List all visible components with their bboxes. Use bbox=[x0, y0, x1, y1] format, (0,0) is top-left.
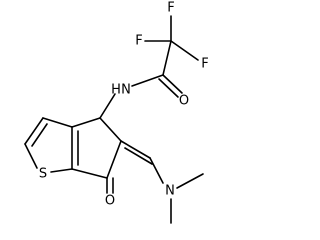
atom-n-dimethylamino: N bbox=[165, 184, 175, 199]
bond-cf3-carbonyl bbox=[162, 40, 172, 76]
bond-s-c6a bbox=[50, 168, 73, 173]
bond-c3-c2-a bbox=[24, 117, 44, 145]
bond-c5-ch-a bbox=[120, 140, 151, 159]
atom-f-right: F bbox=[201, 57, 208, 72]
atom-o-amide: O bbox=[179, 94, 189, 109]
bond-c3a-c3 bbox=[42, 117, 73, 128]
chemical-structure-diagram: F F F H N O S O N bbox=[24, 1, 209, 224]
bond-c6-c6a bbox=[71, 168, 108, 179]
atom-labels: F F F H N O S O N bbox=[39, 1, 209, 209]
bond-ch-n bbox=[149, 157, 164, 184]
atom-f-left: F bbox=[135, 34, 142, 49]
bond-network bbox=[24, 15, 204, 224]
bond-c4-c5 bbox=[99, 117, 122, 142]
bond-c4-c3a bbox=[71, 117, 101, 128]
bond-carbonyl-n bbox=[131, 74, 164, 87]
bond-c5-c6 bbox=[106, 140, 122, 179]
bond-c5-ch-b bbox=[124, 147, 153, 165]
bond-c-f-right bbox=[170, 40, 199, 61]
bond-carbonyl-o-b bbox=[158, 78, 179, 98]
bond-carbonyl-o-a bbox=[162, 74, 183, 94]
atom-n-amide: N bbox=[121, 83, 131, 98]
bond-n-methyl-right bbox=[176, 173, 204, 189]
bond-c2-s bbox=[24, 143, 38, 169]
bond-c3-c2-b bbox=[31, 123, 48, 147]
atom-s-thiophene: S bbox=[39, 167, 47, 182]
atom-n-amide-h: H bbox=[111, 83, 121, 98]
atom-o-ketone: O bbox=[105, 194, 115, 209]
bond-n-c4 bbox=[99, 93, 116, 119]
atom-f-top: F bbox=[167, 1, 174, 16]
